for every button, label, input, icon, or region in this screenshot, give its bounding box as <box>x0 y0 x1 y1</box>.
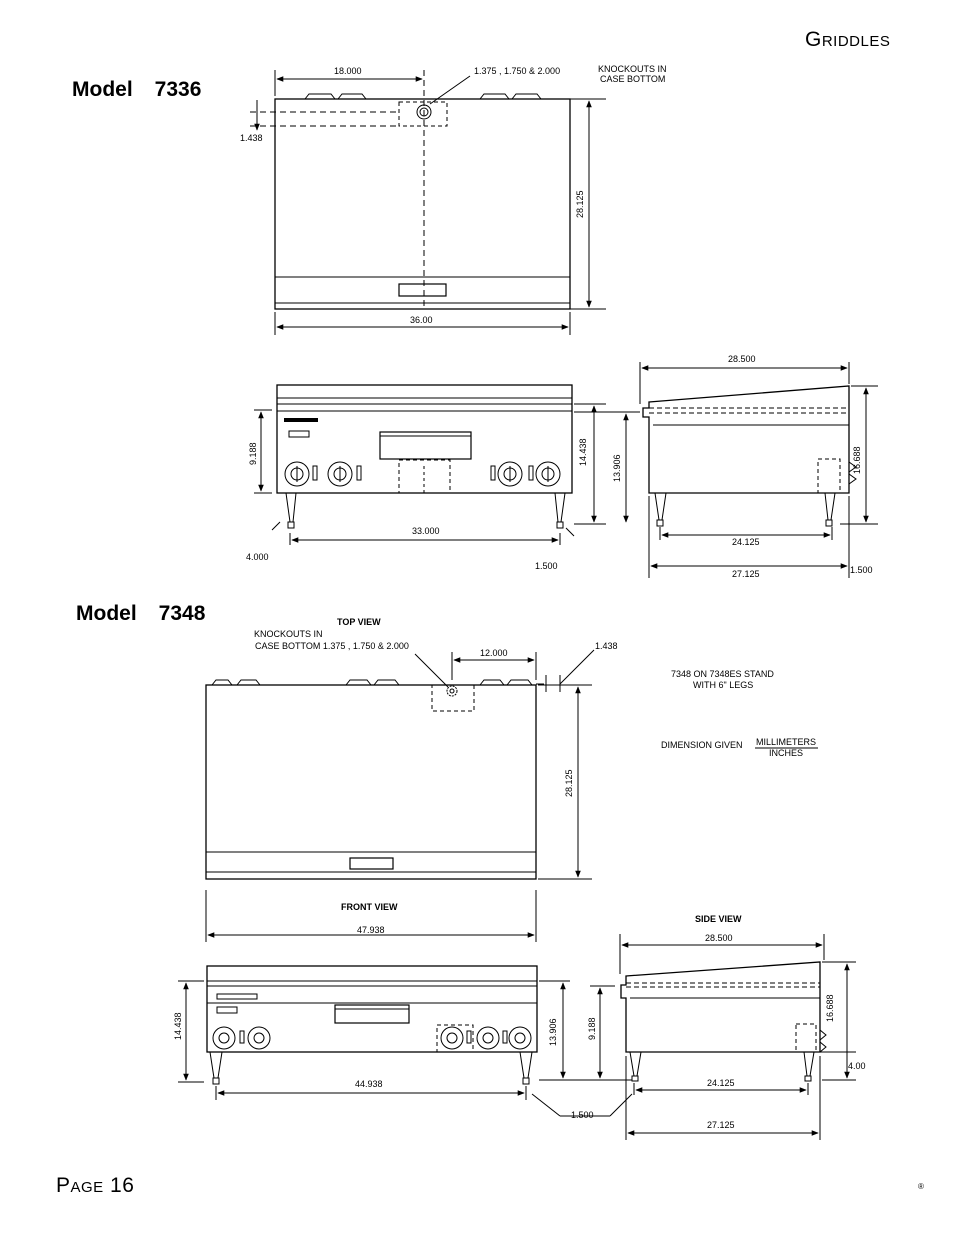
model-7348-top-view <box>205 649 595 942</box>
dim-18: 18.000 <box>334 66 362 76</box>
control-panel <box>334 1004 410 1024</box>
dim-47938: 47.938 <box>357 925 385 935</box>
grease-trough <box>349 857 394 870</box>
dimension-given-label: DIMENSION GIVEN <box>661 740 743 750</box>
knockouts-note-line2: CASE BOTTOM 1.375 , 1.750 & 2.000 <box>255 641 409 651</box>
millimeters-label: MILLIMETERS <box>756 737 816 747</box>
griddle-side-outline <box>620 961 821 1053</box>
dim-14438: 14.438 <box>578 438 588 466</box>
griddle-front-outline <box>276 384 573 494</box>
burner-knob-icon <box>440 1026 464 1050</box>
brand-plate <box>284 418 318 422</box>
griddle-side-outline <box>642 385 850 494</box>
griddle-front-outline <box>206 965 538 1053</box>
model-7348-front-view <box>178 965 633 1117</box>
model-number: 7348 <box>158 602 206 625</box>
knockout-circle <box>446 685 458 697</box>
grease-trough <box>398 283 447 297</box>
dim-13906: 13.906 <box>612 454 622 482</box>
dim-28125: 28.125 <box>575 190 585 218</box>
model-7336-title: Model 7336 <box>72 78 201 102</box>
model-7336-front-view <box>254 384 640 545</box>
model-label: Model <box>76 602 137 625</box>
dim-24125: 24.125 <box>707 1078 735 1088</box>
burner-knob-icon <box>476 1026 500 1050</box>
burner-knob-icon <box>497 461 523 487</box>
burner-knob-icon <box>327 461 353 487</box>
knockouts-note-line2: CASE BOTTOM <box>600 74 665 84</box>
dim-28125: 28.125 <box>564 769 574 797</box>
dim-27125: 27.125 <box>732 569 760 579</box>
knockout-area <box>431 684 475 712</box>
model-7336-top-view <box>250 70 606 335</box>
model-7348-side-view <box>619 934 856 1140</box>
model-7348-title: Model 7348 <box>76 602 205 626</box>
knockout-sizes-label: 1.375 , 1.750 & 2.000 <box>474 66 560 76</box>
section-title: Griddles <box>805 28 891 51</box>
inches-label: INCHES <box>769 748 803 758</box>
registered-mark: ® <box>918 1182 924 1191</box>
burner-knob-icon <box>508 1026 532 1050</box>
dim-1438: 1.438 <box>595 641 618 651</box>
top-view-label: TOP VIEW <box>337 617 381 627</box>
brand-plate <box>216 993 258 1000</box>
stand-note-line2: WITH 6" LEGS <box>693 680 753 690</box>
burner-knob-icon <box>535 461 561 487</box>
dim-16688: 16.688 <box>852 446 862 474</box>
dim-27125: 27.125 <box>707 1120 735 1130</box>
griddle-top-outline <box>274 98 571 310</box>
dim-1438: 1.438 <box>240 133 263 143</box>
dim-15: 1.500 <box>535 561 558 571</box>
control-panel <box>379 431 472 460</box>
dim-9188: 9.188 <box>248 442 258 465</box>
knockouts-note-line1: KNOCKOUTS IN <box>254 629 323 639</box>
dim-9188: 9.188 <box>587 1017 597 1040</box>
knockouts-note-line1: KNOCKOUTS IN <box>598 64 667 74</box>
dim-36: 36.00 <box>410 315 433 325</box>
dim-15-side: 1.500 <box>850 565 873 575</box>
dim-14438: 14.438 <box>173 1012 183 1040</box>
dim-24125: 24.125 <box>732 537 760 547</box>
stand-note-line1: 7348 ON 7348ES STAND <box>671 669 774 679</box>
dim-4: 4.000 <box>246 552 269 562</box>
dim-16688: 16.688 <box>825 994 835 1022</box>
side-view-label: SIDE VIEW <box>695 914 742 924</box>
burner-knob-icon <box>284 461 310 487</box>
knockout-area <box>398 101 448 127</box>
model-7336-side-view <box>639 362 878 578</box>
dim-4: 4.00 <box>848 1061 866 1071</box>
dim-285: 28.500 <box>705 933 733 943</box>
dim-44938: 44.938 <box>355 1079 383 1089</box>
front-view-label: FRONT VIEW <box>341 902 398 912</box>
dim-33: 33.000 <box>412 526 440 536</box>
model-number: 7336 <box>154 78 202 101</box>
burner-knob-icon <box>247 1026 271 1050</box>
griddle-top-outline <box>205 684 537 880</box>
burner-knob-icon <box>212 1026 236 1050</box>
model-label: Model <box>72 78 133 101</box>
dim-15: 1.500 <box>571 1110 594 1120</box>
dim-12: 12.000 <box>480 648 508 658</box>
page-number: Page 16 <box>56 1174 135 1197</box>
dim-13906: 13.906 <box>548 1018 558 1046</box>
dim-285: 28.500 <box>728 354 756 364</box>
